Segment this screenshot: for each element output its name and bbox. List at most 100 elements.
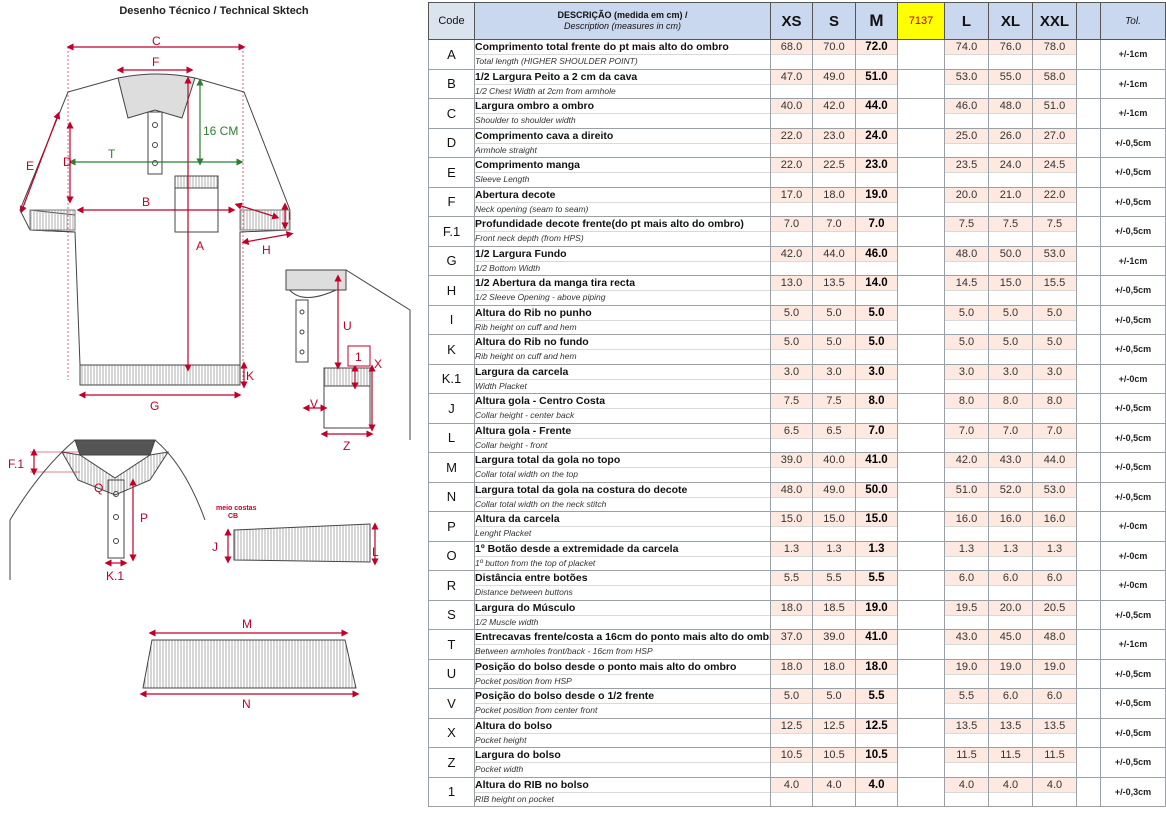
cell-xs: 4.0 [770, 776, 813, 807]
value-m: 5.0 [856, 335, 897, 350]
value-xxl: 78.0 [1033, 40, 1076, 55]
desc-pt: Comprimento manga [475, 158, 770, 173]
cell-m: 15.0 [855, 511, 898, 542]
cell-tolerance: +/-0,3cm [1100, 776, 1166, 807]
value-s: 22.5 [813, 158, 855, 173]
value-s: 5.0 [813, 335, 855, 350]
cell-xs: 5.0 [770, 688, 813, 719]
cell-blank [1076, 186, 1101, 217]
collar-dimension-lines [30, 448, 137, 567]
green-dimension-lines [68, 78, 244, 166]
label-l: L [372, 545, 379, 559]
label-cb: CB [228, 513, 238, 520]
cell-code: P [428, 511, 475, 542]
cell-xs: 42.0 [770, 245, 813, 276]
value-xxl: 19.0 [1033, 659, 1076, 675]
cell-description: Largura total da gola na costura do deco… [474, 481, 771, 512]
cell-description: Profundidade decote frente(do pt mais al… [474, 216, 771, 247]
cell-7137 [897, 157, 945, 188]
value-xs: 39.0 [771, 453, 812, 468]
cell-s: 4.0 [812, 776, 856, 807]
label-b: B [142, 195, 150, 209]
cell-xs: 5.0 [770, 334, 813, 365]
desc-pt: Altura do bolso [475, 719, 770, 734]
value-l: 53.0 [945, 69, 988, 85]
collar-strip-drawing: meio costas CB [216, 505, 379, 566]
pocket-rib-box [347, 345, 371, 367]
value-xs: 12.5 [771, 718, 812, 734]
cell-blank [1076, 629, 1101, 660]
value-m: 5.5 [856, 571, 897, 586]
cell-code: I [428, 304, 475, 335]
cell-code: Z [428, 747, 475, 778]
cell-code: F.1 [428, 216, 475, 247]
cell-m: 41.0 [855, 629, 898, 660]
cell-xs: 15.0 [770, 511, 813, 542]
cell-blank [1076, 481, 1101, 512]
value-xxl: 20.5 [1033, 600, 1076, 616]
value-s: 3.0 [813, 364, 855, 380]
desc-en: Collar height - center back [475, 410, 575, 420]
cell-xl: 1.3 [988, 540, 1033, 571]
cell-tolerance: +/-0,5cm [1100, 216, 1166, 247]
desc-pt: Altura do Rib no fundo [475, 335, 770, 350]
value-xxl: 13.5 [1033, 718, 1076, 734]
value-xxl: 24.5 [1033, 158, 1076, 173]
cell-blank [1076, 570, 1101, 601]
value-xl: 7.5 [989, 217, 1032, 232]
polo-dimension-lines [19, 43, 294, 399]
cell-s: 18.0 [812, 658, 856, 689]
desc-pt: Altura gola - Centro Costa [475, 394, 770, 409]
value-m: 1.3 [856, 541, 897, 557]
cell-7137 [897, 98, 945, 129]
value-s: 7.0 [813, 217, 855, 232]
cell-xl: 24.0 [988, 157, 1033, 188]
cell-code: H [428, 275, 475, 306]
value-xs: 4.0 [771, 777, 812, 793]
value-xl: 76.0 [989, 40, 1032, 55]
cell-xs: 40.0 [770, 98, 813, 129]
cell-xl: 13.5 [988, 717, 1033, 748]
cell-s: 5.0 [812, 334, 856, 365]
pocket-detail-drawing [285, 269, 411, 440]
desc-en: Between armholes front/back - 16cm from … [475, 646, 653, 656]
header-m: M [855, 2, 898, 40]
value-xs: 5.0 [771, 335, 812, 350]
header-code: Code [428, 2, 475, 40]
cell-m: 46.0 [855, 245, 898, 276]
cell-tolerance: +/-0,5cm [1100, 717, 1166, 748]
cell-7137 [897, 363, 945, 394]
cell-xl: 76.0 [988, 39, 1033, 70]
value-m: 14.0 [856, 276, 897, 291]
value-m: 18.0 [856, 659, 897, 675]
value-l: 46.0 [945, 99, 988, 114]
value-l: 19.0 [945, 659, 988, 675]
cell-xxl: 5.0 [1032, 334, 1077, 365]
cell-s: 18.0 [812, 186, 856, 217]
cell-s: 7.5 [812, 393, 856, 424]
cell-code: K.1 [428, 363, 475, 394]
value-xl: 5.0 [989, 335, 1032, 350]
value-xl: 1.3 [989, 541, 1032, 557]
cell-blank [1076, 245, 1101, 276]
value-l: 13.5 [945, 718, 988, 734]
value-s: 5.0 [813, 305, 855, 321]
cell-xl: 5.0 [988, 304, 1033, 335]
value-xs: 5.5 [771, 571, 812, 586]
value-xl: 24.0 [989, 158, 1032, 173]
cell-7137 [897, 481, 945, 512]
cell-tolerance: +/-0,5cm [1100, 422, 1166, 453]
cell-xs: 13.0 [770, 275, 813, 306]
cell-code: N [428, 481, 475, 512]
cell-7137 [897, 393, 945, 424]
label-v: V [310, 397, 318, 411]
cell-xl: 50.0 [988, 245, 1033, 276]
cell-code: F [428, 186, 475, 217]
